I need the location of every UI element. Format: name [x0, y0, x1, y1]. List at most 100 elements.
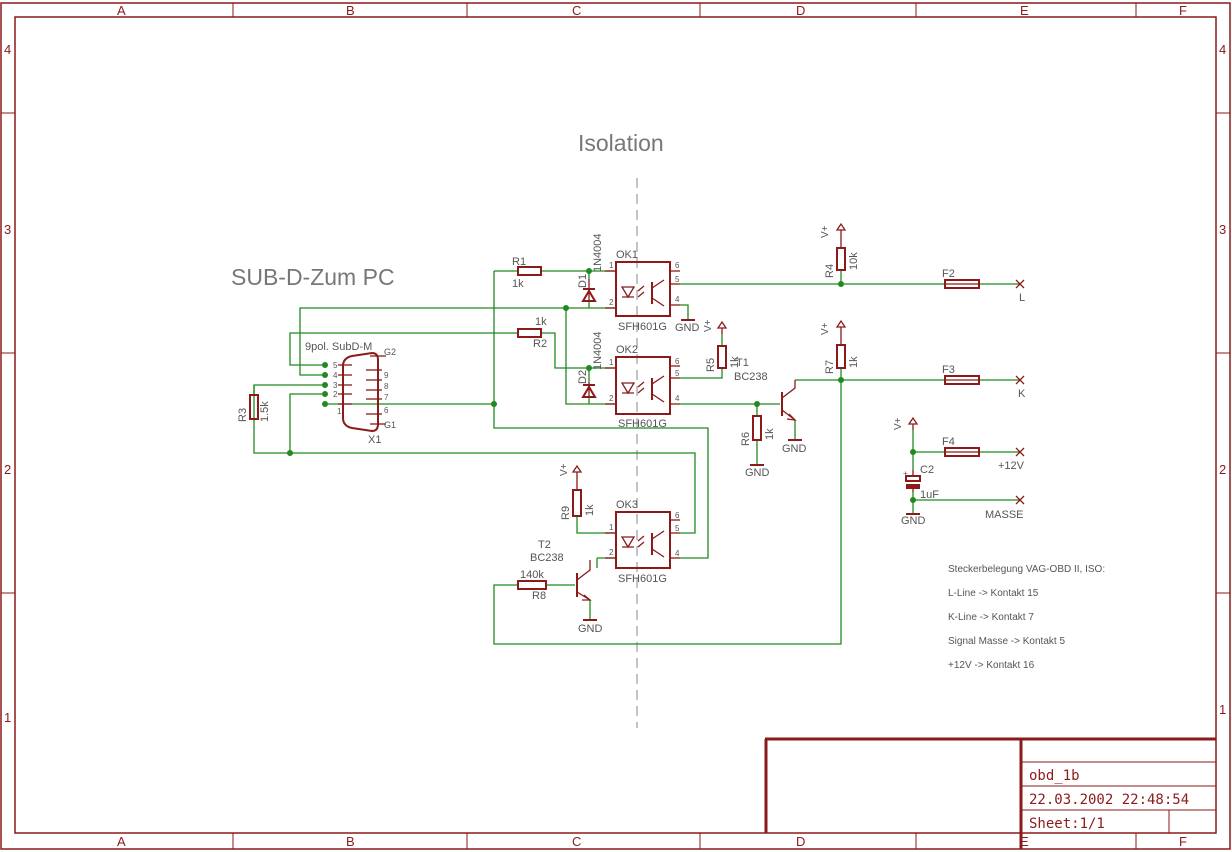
- svg-text:F3: F3: [942, 364, 955, 376]
- notes-line: L-Line -> Kontakt 15: [948, 588, 1039, 599]
- notes-line: Signal Masse -> Kontakt 5: [948, 636, 1065, 647]
- pin-label: 8: [384, 382, 389, 391]
- row-label-right: 1: [1219, 702, 1226, 717]
- svg-text:1k: 1k: [535, 316, 547, 328]
- svg-text:OK2: OK2: [616, 344, 638, 356]
- svg-text:1k: 1k: [512, 278, 524, 290]
- col-label-top: D: [796, 3, 805, 18]
- isolation-title: Isolation: [578, 130, 664, 156]
- svg-text:5: 5: [675, 369, 680, 378]
- resistor-r3: R3 1.5k: [237, 385, 271, 422]
- svg-text:SFH601G: SFH601G: [618, 321, 667, 333]
- svg-text:1: 1: [609, 261, 614, 270]
- svg-text:C2: C2: [920, 464, 934, 476]
- title-block-name: obd_1b: [1029, 768, 1080, 784]
- grid-labels: A B C D E F A B C D E F 4 3 2 1 4 3 2 1: [4, 3, 1226, 849]
- svg-text:2: 2: [609, 298, 614, 307]
- notes-line: K-Line -> Kontakt 7: [948, 612, 1034, 623]
- pin-label: 7: [384, 393, 389, 402]
- resistor-r8: 140k R8: [517, 569, 547, 602]
- pin-assignment-notes: Steckerbelegung VAG-OBD II, ISO: L-Line …: [948, 564, 1105, 671]
- svg-text:R6: R6: [740, 432, 752, 446]
- svg-text:5: 5: [675, 524, 680, 533]
- pin-label: 4: [333, 371, 338, 380]
- svg-text:R9: R9: [560, 506, 572, 520]
- col-label-bottom: A: [117, 834, 126, 849]
- connector-g2-label: G2: [384, 347, 396, 357]
- svg-text:6: 6: [675, 511, 680, 520]
- title-block-datetime: 22.03.2002 22:48:54: [1029, 792, 1189, 808]
- row-label-right: 4: [1219, 42, 1226, 57]
- svg-text:2: 2: [609, 548, 614, 557]
- svg-text:R3: R3: [237, 408, 249, 422]
- svg-text:5: 5: [675, 275, 680, 284]
- resistor-r7: R7 1k: [824, 344, 860, 374]
- row-label-right: 3: [1219, 222, 1226, 237]
- title-block-sheet: Sheet:1/1: [1029, 816, 1105, 832]
- svg-text:SFH601G: SFH601G: [618, 573, 667, 585]
- pin-label: 1: [337, 407, 342, 416]
- col-label-top: E: [1020, 3, 1029, 18]
- col-label-top: B: [346, 3, 355, 18]
- svg-text:V+: V+: [559, 463, 570, 476]
- svg-text:OK1: OK1: [616, 249, 638, 261]
- svg-text:4: 4: [675, 549, 680, 558]
- net-label-12v: +12V: [998, 460, 1025, 472]
- svg-text:R7: R7: [824, 360, 836, 374]
- wires: [253, 270, 1020, 645]
- junctions: [287, 268, 916, 503]
- svg-text:1uF: 1uF: [920, 489, 939, 501]
- svg-text:GND: GND: [901, 515, 926, 527]
- resistor-r2: 1k R2: [517, 316, 547, 350]
- svg-text:V+: V+: [820, 225, 831, 238]
- svg-text:R2: R2: [533, 338, 547, 350]
- capacitor-c2: + C2 1uF: [903, 464, 939, 501]
- svg-text:BC238: BC238: [734, 371, 768, 383]
- row-label-left: 3: [4, 222, 11, 237]
- connector-type-label: 9pol. SubD-M: [305, 341, 372, 353]
- col-label-bottom: C: [572, 834, 581, 849]
- svg-text:F2: F2: [942, 268, 955, 280]
- net-label-l: L: [1019, 292, 1025, 304]
- pin-label: 6: [384, 406, 389, 415]
- terminals: L K +12V MASSE: [985, 279, 1026, 521]
- svg-text:V+: V+: [893, 417, 904, 430]
- svg-text:2: 2: [609, 394, 614, 403]
- svg-text:6: 6: [675, 357, 680, 366]
- subd-connector-x1: 5 4 3 2 1 9 8 7 6 9pol. SubD-M G2 G1 X1: [305, 341, 396, 446]
- svg-text:10k: 10k: [848, 252, 860, 270]
- net-label-k: K: [1018, 388, 1026, 400]
- svg-text:1: 1: [609, 523, 614, 532]
- svg-text:+: +: [903, 469, 908, 478]
- row-label-left: 1: [4, 710, 11, 725]
- svg-text:140k: 140k: [520, 569, 544, 581]
- diode-d2: D2 1N4004: [577, 331, 604, 398]
- subd-title: SUB-D-Zum PC: [231, 264, 395, 290]
- resistor-r6: R6 1k: [740, 415, 776, 446]
- svg-text:R4: R4: [824, 264, 836, 278]
- svg-text:V+: V+: [703, 319, 714, 332]
- optocoupler-ok2: 1 2 6 5 4 OK2 SFH601G: [605, 344, 680, 430]
- row-label-left: 4: [4, 42, 11, 57]
- col-label-top: A: [117, 3, 126, 18]
- svg-text:1N4004: 1N4004: [592, 233, 604, 272]
- svg-text:1k: 1k: [729, 356, 741, 368]
- svg-text:F4: F4: [942, 436, 955, 448]
- svg-text:T2: T2: [538, 539, 551, 551]
- svg-text:OK3: OK3: [616, 499, 638, 511]
- svg-text:GND: GND: [782, 443, 807, 455]
- svg-text:R8: R8: [532, 590, 546, 602]
- col-label-bottom: E: [1020, 834, 1029, 849]
- svg-text:D1: D1: [577, 274, 589, 288]
- svg-text:GND: GND: [578, 623, 603, 635]
- optocoupler-ok1: 1 2 6 5 4 OK1 SFH601G: [605, 249, 680, 333]
- fuse-f4: F4: [942, 436, 980, 457]
- svg-text:BC238: BC238: [530, 552, 564, 564]
- svg-text:T1: T1: [736, 357, 749, 369]
- vplus-symbols: V+ V+ V+ V+ V+: [559, 222, 919, 490]
- col-label-bottom: F: [1179, 834, 1187, 849]
- svg-text:V+: V+: [820, 322, 831, 335]
- row-label-left: 2: [4, 462, 11, 477]
